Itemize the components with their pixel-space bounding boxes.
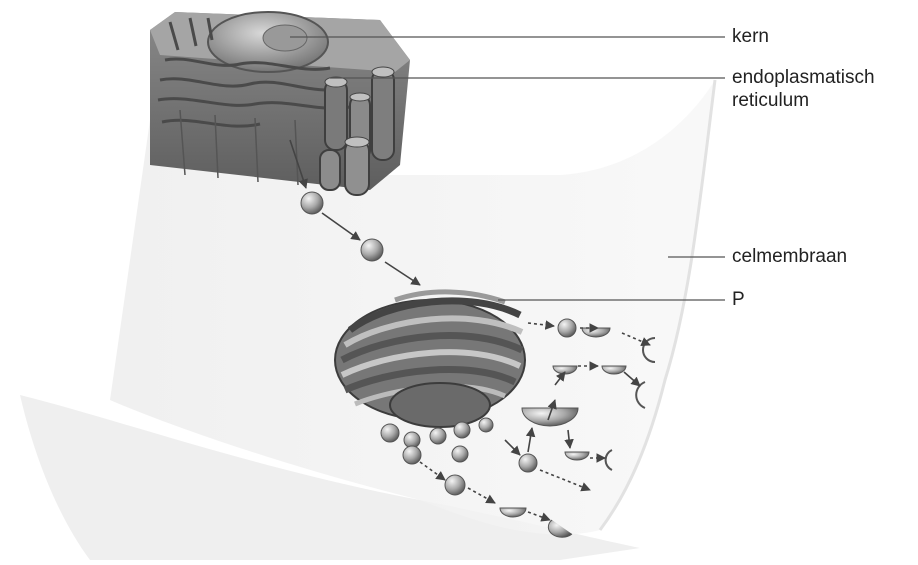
vesicle: [558, 319, 576, 337]
label-er-line1: endoplasmatisch: [732, 66, 875, 90]
nucleus-er-block: [150, 12, 410, 195]
label-p: P: [732, 288, 745, 312]
vesicle: [403, 446, 421, 464]
vesicle: [361, 239, 383, 261]
vesicle: [519, 454, 537, 472]
nucleolus: [263, 25, 307, 51]
vesicle: [445, 475, 465, 495]
label-kern: kern: [732, 25, 769, 49]
label-er-line2: reticulum: [732, 89, 809, 113]
label-celmembraan: celmembraan: [732, 245, 847, 269]
vesicle: [452, 446, 468, 462]
vesicle: [301, 192, 323, 214]
